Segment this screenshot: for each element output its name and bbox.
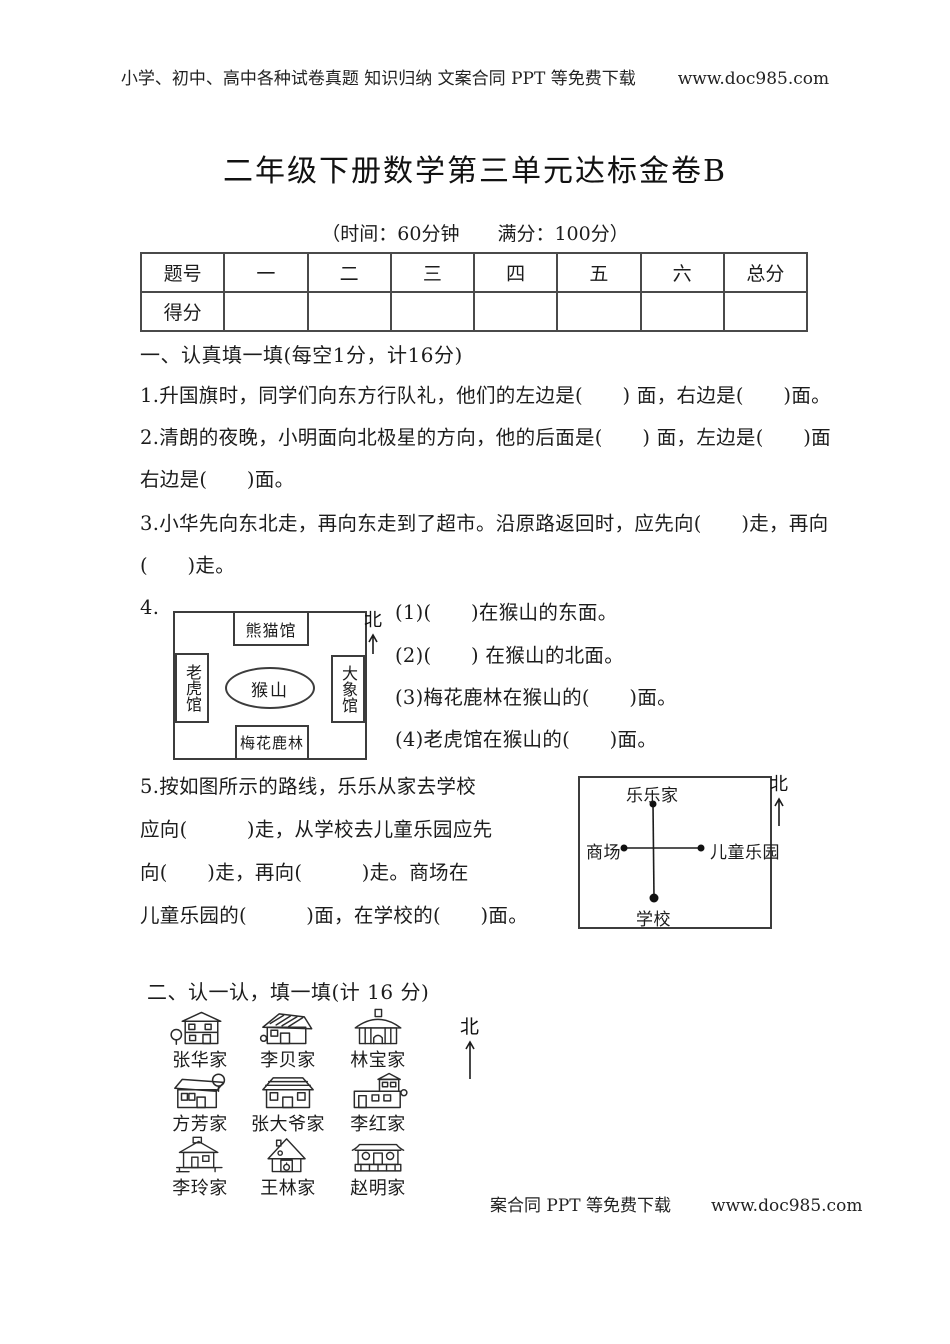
- north-label: 北: [770, 774, 788, 795]
- score-cell-empty: [472, 291, 559, 332]
- score-row-label: 得分: [139, 291, 226, 332]
- footer-url: www.doc985.com: [711, 1196, 863, 1216]
- score-table-cell: 二: [306, 252, 392, 293]
- score-table-cell: 六: [639, 252, 725, 293]
- house-item: 方芳家: [156, 1072, 244, 1136]
- house-label: 张大爷家: [251, 1114, 325, 1135]
- score-cell-empty: [722, 291, 809, 332]
- route-map-children-park: 儿童乐园: [710, 843, 780, 863]
- header-text: 小学、初中、高中各种试卷真题 知识归纳 文案合同 PPT 等免费下载: [120, 69, 636, 89]
- page-footer: 案合同 PPT 等免费下载 www.doc985.com: [490, 1191, 862, 1216]
- house-image-linbao: [354, 1008, 402, 1045]
- house-image-lihong: [353, 1072, 408, 1109]
- question-4-item-3: (3)梅花鹿林在猴山的( )面。: [395, 686, 677, 709]
- house-label: 张华家: [172, 1050, 228, 1071]
- house-image-zhaoming: [351, 1143, 405, 1172]
- zoo-map-monkey-hill: 猴山: [225, 667, 315, 709]
- zoo-map-panda-house: 熊猫馆: [233, 611, 309, 646]
- section1-heading: 一、认真填一填(每空1分，计16分): [140, 343, 463, 367]
- house-label: 李红家: [350, 1114, 406, 1135]
- house-image-liling: [176, 1136, 223, 1173]
- house-item: 张华家: [156, 1008, 244, 1072]
- question-5-line4: 儿童乐园的( )面，在学校的( )面。: [140, 904, 529, 927]
- north-indicator-route-map: 北: [770, 776, 788, 827]
- page-title: 二年级下册数学第三单元达标金卷B: [222, 154, 728, 189]
- question-2-line2: 右边是( )面。: [140, 468, 295, 491]
- house-image-wanglin: [267, 1138, 306, 1173]
- route-map-mall: 商场: [586, 843, 621, 863]
- score-cell-empty: [556, 291, 642, 332]
- question-4-number: 4.: [140, 596, 160, 619]
- route-map-school: 学校: [636, 910, 671, 930]
- score-table-cell: 四: [472, 252, 559, 293]
- question-4-item-2: (2)( ) 在猴山的北面。: [395, 644, 625, 667]
- question-3-line2: ( )走。: [140, 554, 236, 577]
- score-cell-empty: [306, 291, 392, 332]
- north-arrow-icon: [368, 633, 378, 654]
- house-item: 李红家: [332, 1072, 424, 1136]
- house-image-fangfang: [174, 1073, 226, 1109]
- house-image-libei: [259, 1013, 313, 1045]
- question-2-line1: 2.清朗的夜晚，小明面向北极星的方向，他的后面是( ) 面，左边是( )面: [140, 426, 831, 449]
- score-table-cell: 三: [389, 252, 476, 293]
- house-image-zhangdaye: [262, 1077, 314, 1109]
- footer-text: 案合同 PPT 等免费下载: [490, 1196, 672, 1216]
- house-item: 赵明家: [332, 1136, 424, 1200]
- question-3-line1: 3.小华先向东北走，再向东走到了超市。沿原路返回时，应先向( )走，再向: [140, 512, 829, 535]
- question-4-item-1: (1)( )在猴山的东面。: [395, 601, 618, 624]
- house-item: 林宝家: [332, 1008, 424, 1072]
- question-5-line1: 5.按如图所示的路线，乐乐从家去学校: [140, 775, 477, 798]
- exam-info: （时间：60分钟 满分：100分）: [321, 223, 629, 245]
- score-cell-empty: [639, 291, 725, 332]
- house-label: 李贝家: [260, 1050, 316, 1071]
- score-cell-empty: [389, 291, 476, 332]
- house-label: 赵明家: [350, 1178, 406, 1199]
- houses-grid: 张华家 李贝家 林宝家: [156, 1008, 424, 1200]
- house-label: 方芳家: [172, 1114, 228, 1135]
- north-arrow-icon: [464, 1040, 475, 1079]
- house-label: 林宝家: [350, 1050, 406, 1071]
- question-5-line3: 向( )走，再向( )走。商场在: [140, 861, 469, 884]
- question-5-line2: 应向( )走，从学校去儿童乐园应先: [140, 818, 493, 841]
- north-arrow-icon: [774, 797, 784, 826]
- score-table-score-row: 得分: [139, 291, 809, 332]
- house-label: 王林家: [260, 1178, 316, 1199]
- section2-heading: 二、认一认，填一填(计 16 分): [147, 980, 430, 1004]
- zoo-map: 熊猫馆 老虎馆 猴山 大象馆 梅花鹿林: [173, 611, 367, 760]
- question-4-item-4: (4)老虎馆在猴山的( )面。: [395, 728, 658, 751]
- zoo-map-deer-forest: 梅花鹿林: [235, 725, 309, 760]
- zoo-map-tiger-house: 老虎馆: [175, 653, 209, 723]
- house-label: 李玲家: [172, 1178, 228, 1199]
- house-item: 李贝家: [244, 1008, 332, 1072]
- page-header: 小学、初中、高中各种试卷真题 知识归纳 文案合同 PPT 等免费下载 www.do…: [0, 64, 950, 89]
- score-cell-empty: [223, 291, 309, 332]
- north-label: 北: [460, 1016, 480, 1038]
- route-map-lele-home: 乐乐家: [626, 786, 679, 806]
- header-url: www.doc985.com: [677, 69, 830, 89]
- score-table-cell: 题号: [139, 252, 226, 293]
- question-1: 1.升国旗时，同学们向东方行队礼，他们的左边是( ) 面，右边是( )面。: [140, 384, 831, 407]
- north-label: 北: [364, 610, 382, 631]
- route-map: 乐乐家 商场 儿童乐园 学校: [578, 776, 780, 930]
- score-table: 题号 一 二 三 四 五 六 总分 得分: [139, 252, 809, 332]
- north-indicator-zoo-map: 北: [364, 612, 382, 655]
- score-table-header-row: 题号 一 二 三 四 五 六 总分: [139, 252, 809, 293]
- house-item: 张大爷家: [244, 1072, 332, 1136]
- house-item: 李玲家: [156, 1136, 244, 1200]
- zoo-map-elephant-house: 大象馆: [331, 655, 365, 723]
- score-table-cell: 五: [556, 252, 642, 293]
- house-item: 王林家: [244, 1136, 332, 1200]
- score-table-cell: 一: [223, 252, 309, 293]
- north-indicator-section2: 北: [460, 1018, 479, 1080]
- route-map-cross-lines: [620, 800, 705, 903]
- house-image-zhanghua: [170, 1011, 222, 1045]
- score-table-cell: 总分: [722, 252, 809, 293]
